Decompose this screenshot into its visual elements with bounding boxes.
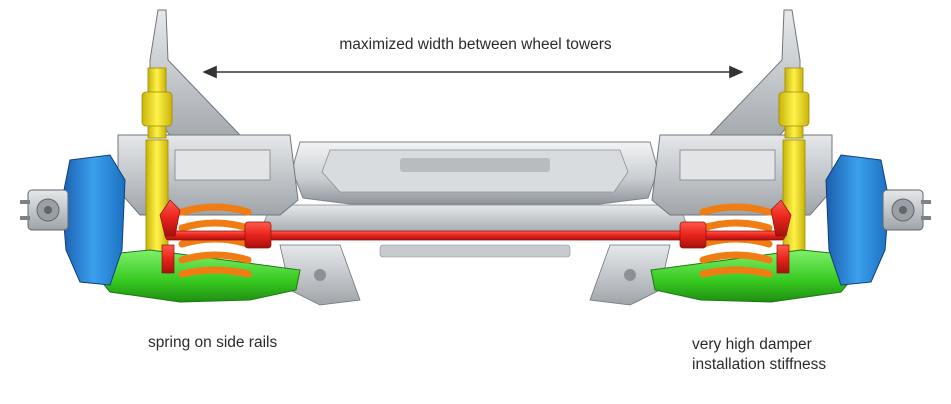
damper-left (141, 67, 173, 261)
wheel-hub-left (20, 189, 69, 231)
width-annotation: maximized width between wheel towers (339, 36, 612, 53)
damper-right (778, 67, 810, 261)
damper-annotation-line2: installation stiffness (692, 356, 827, 373)
subframe (259, 141, 691, 306)
damper-annotation: very high damper installation stiffness (692, 335, 826, 375)
knuckle-right (825, 154, 890, 286)
wheel-hub-right (882, 189, 931, 231)
damper-annotation-line1: very high damper (692, 336, 812, 353)
spring-annotation: spring on side rails (148, 334, 278, 351)
stabilizer-bar (159, 199, 792, 274)
knuckle-left (61, 154, 126, 286)
